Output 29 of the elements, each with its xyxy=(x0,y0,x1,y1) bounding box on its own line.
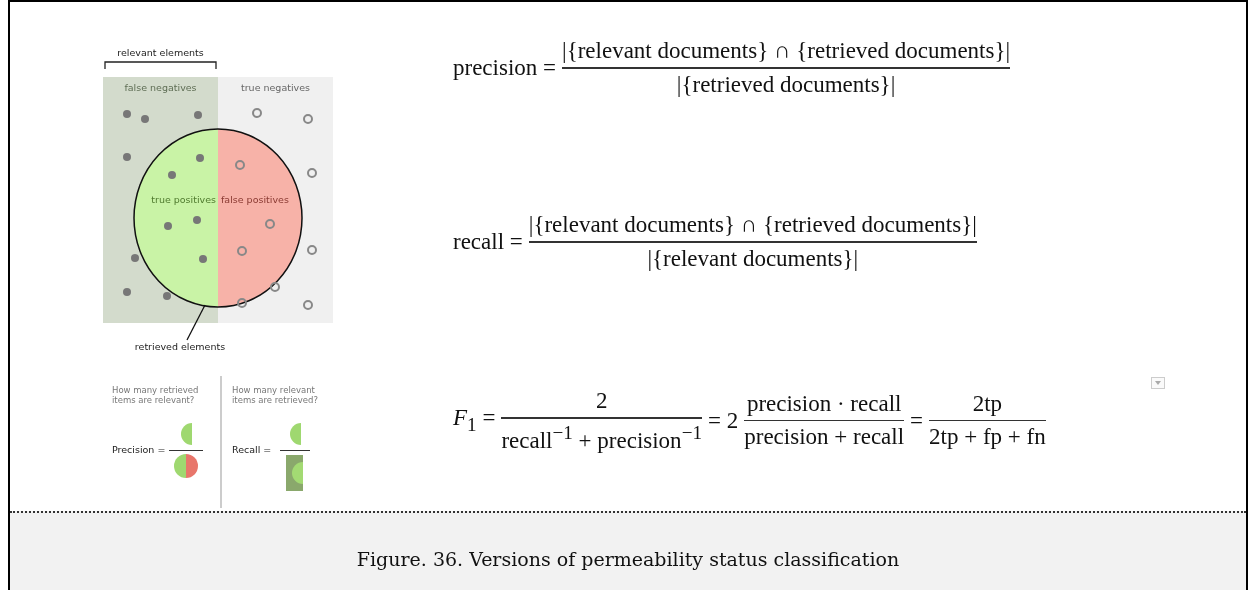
denominator: |{relevant documents}| xyxy=(647,245,859,272)
denominator: precision + recall xyxy=(744,424,905,451)
formula-text: = 2 xyxy=(708,407,739,434)
leader-line xyxy=(186,304,206,341)
denominator: |{retrieved documents}| xyxy=(676,71,896,98)
denominator: 2tp + fp + fn xyxy=(929,424,1046,451)
numerator: 2tp xyxy=(972,390,1003,417)
formula-label: Recall = xyxy=(232,444,272,455)
region-label: false negatives xyxy=(123,82,198,93)
formula-text: recall = xyxy=(453,228,523,255)
formula-text: precision = xyxy=(453,54,557,81)
region-label: true negatives xyxy=(240,82,311,93)
formula-text: F$_{1}$ = xyxy=(453,405,496,436)
formula-label: Precision = xyxy=(112,444,166,455)
question-text: How many relevant items are retrieved? xyxy=(232,385,319,405)
numerator: |{relevant documents} ∩ {retrieved documents}| xyxy=(562,38,1011,64)
region-label: false positives xyxy=(221,194,289,205)
formula-text: = xyxy=(910,407,924,434)
figure-caption: Figure. 36. Versions of permeability status classification xyxy=(355,548,901,570)
numerator: 2 xyxy=(595,388,608,414)
denominator: recall$^{−1}$ + precision$^{−1}$ xyxy=(501,421,702,454)
numerator: precision · recall xyxy=(746,390,902,417)
region-label: true positives xyxy=(151,194,216,205)
shaded-region xyxy=(103,77,218,323)
element-label: retrieved elements xyxy=(133,341,227,352)
numerator: |{relevant documents} ∩ {retrieved documents}| xyxy=(528,212,977,238)
shaded-region xyxy=(218,77,333,323)
question-text: How many retrieved items are relevant? xyxy=(112,385,200,405)
bracket-label: relevant elements xyxy=(116,47,205,58)
